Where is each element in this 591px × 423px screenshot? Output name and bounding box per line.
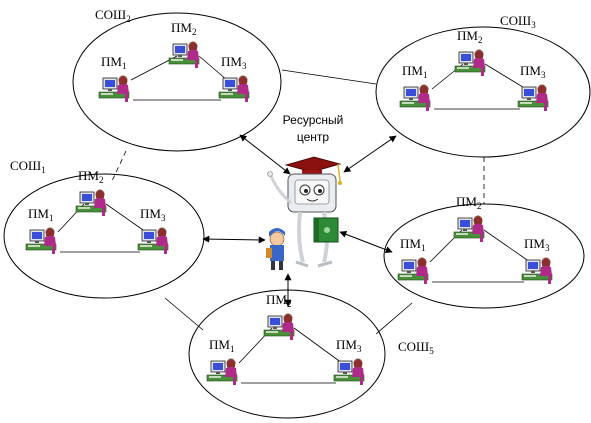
pm-3: ПМ3 bbox=[137, 206, 169, 255]
pm-3: ПМ3 bbox=[218, 54, 250, 103]
pm-label: ПМ3 bbox=[140, 206, 166, 223]
center-title-line2: центр bbox=[297, 130, 330, 144]
center-arrows bbox=[202, 134, 397, 307]
pm-1: ПМ1 bbox=[397, 236, 429, 285]
computer-user-icon bbox=[218, 75, 250, 103]
computer-user-icon bbox=[521, 257, 553, 285]
computer-user-icon bbox=[75, 189, 107, 217]
computer-user-icon bbox=[454, 49, 486, 77]
pm-label: ПМ1 bbox=[209, 337, 234, 354]
school-links bbox=[111, 69, 485, 335]
resource-center: Ресурсный центр bbox=[266, 113, 343, 270]
computer-user-icon bbox=[206, 358, 238, 386]
pm-3: ПМ3 bbox=[517, 63, 549, 112]
pm-label: ПМ2 bbox=[171, 20, 196, 37]
link-soh2-soh1 bbox=[111, 150, 127, 182]
pm-label: ПМ1 bbox=[402, 63, 427, 80]
computer-user-icon bbox=[168, 41, 200, 69]
pm-3: ПМ3 bbox=[333, 337, 365, 386]
computer-user-icon bbox=[98, 75, 130, 103]
pm-1: ПМ1 bbox=[25, 206, 57, 255]
school-boundary bbox=[188, 289, 386, 419]
school-label: СОШ5 bbox=[398, 339, 434, 356]
pm-label: ПМ3 bbox=[520, 63, 546, 80]
pm-3: ПМ3 bbox=[521, 236, 553, 285]
pm-1: ПМ1 bbox=[98, 54, 130, 103]
computer-user-icon bbox=[399, 84, 431, 112]
graduate-mascot-icon bbox=[266, 156, 342, 270]
school-boundary bbox=[383, 203, 585, 309]
pm-label: ПМ1 bbox=[400, 236, 425, 253]
schools: СОШ2ПМ1ПМ2ПМ3СОШ3ПМ1ПМ2ПМ3СОШ1ПМ1ПМ2ПМ3П… bbox=[3, 7, 591, 419]
pm-label: ПМ3 bbox=[221, 54, 247, 71]
pm-2: ПМ2 bbox=[454, 28, 486, 77]
pm-label: ПМ2 bbox=[457, 28, 482, 45]
pm-2: ПМ2 bbox=[263, 292, 295, 341]
pm-label: ПМ3 bbox=[524, 236, 550, 253]
pm-label: ПМ2 bbox=[456, 194, 481, 211]
pm-2: ПМ2 bbox=[75, 168, 107, 217]
center-title-line1: Ресурсный bbox=[283, 113, 344, 127]
arrow-soh2 bbox=[239, 134, 291, 175]
school-boundary bbox=[375, 26, 591, 158]
school-boundary bbox=[72, 12, 282, 152]
link-soh2-soh3 bbox=[281, 69, 377, 85]
computer-user-icon bbox=[263, 313, 295, 341]
arrow-soh1 bbox=[202, 235, 266, 244]
computer-user-icon bbox=[25, 227, 57, 255]
link-soh5-soh4 bbox=[375, 302, 413, 335]
computer-user-icon bbox=[137, 227, 169, 255]
pm-label: ПМ1 bbox=[28, 206, 53, 223]
pm-1: ПМ1 bbox=[399, 63, 431, 112]
pm-2: ПМ2 bbox=[168, 20, 200, 69]
pm-1: ПМ1 bbox=[206, 337, 238, 386]
pm-label: ПМ1 bbox=[101, 54, 126, 71]
computer-user-icon bbox=[333, 358, 365, 386]
computer-user-icon bbox=[397, 257, 429, 285]
computer-user-icon bbox=[517, 84, 549, 112]
pm-label: ПМ3 bbox=[336, 337, 362, 354]
pm-2: ПМ2 bbox=[453, 194, 485, 243]
link-soh1-soh5 bbox=[164, 297, 204, 331]
arrow-soh4 bbox=[339, 230, 393, 254]
pm-label: ПМ2 bbox=[78, 168, 103, 185]
computer-user-icon bbox=[453, 215, 485, 243]
school-label: СОШ3 bbox=[500, 13, 536, 30]
school-label: СОШ1 bbox=[10, 158, 46, 175]
school-label: СОШ2 bbox=[95, 7, 131, 24]
school-boundary bbox=[3, 173, 205, 299]
arrow-soh3 bbox=[343, 135, 397, 173]
pm-label: ПМ2 bbox=[266, 292, 291, 309]
